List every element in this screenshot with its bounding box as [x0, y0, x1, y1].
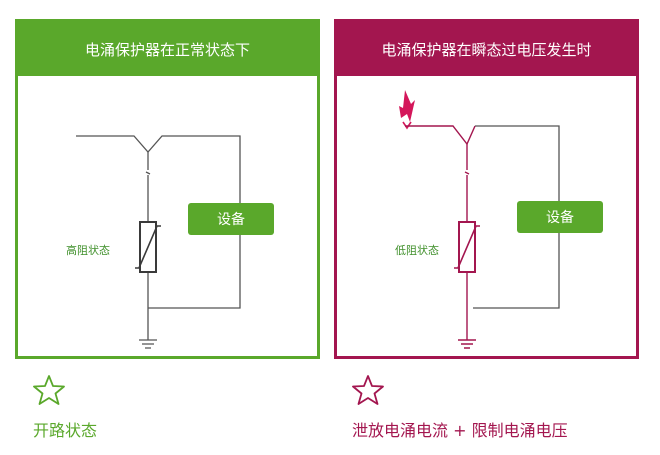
- open-circuit-caption: 开路状态: [33, 421, 98, 440]
- ground-icon: [458, 339, 476, 349]
- surge-input-wire: [405, 125, 476, 146]
- star-icon: [352, 375, 384, 405]
- varistor-icon: [135, 221, 161, 273]
- surge-state-panel: 电涌保护器在瞬态过电压发生时 设备 低阻状态: [334, 19, 639, 359]
- device-box: 设备: [517, 201, 603, 233]
- discharge-caption: 泄放电涌电流 + 限制电涌电压: [352, 421, 568, 440]
- panel-title: 电涌保护器在正常状态下: [18, 22, 317, 76]
- resistance-state-label: 高阻状态: [66, 244, 110, 257]
- gap-mark: [464, 171, 470, 175]
- ground-icon: [139, 339, 157, 349]
- circuit-diagram: [76, 135, 241, 349]
- normal-state-panel: 电涌保护器在正常状态下 设备 高阻状态: [15, 19, 320, 359]
- gap-mark: [145, 171, 151, 175]
- resistance-state-label: 低阻状态: [395, 244, 439, 257]
- varistor-icon: [454, 221, 480, 273]
- panel-title: 电涌保护器在瞬态过电压发生时: [337, 22, 636, 76]
- device-box: 设备: [188, 203, 274, 235]
- circuit-diagram: [399, 90, 560, 349]
- supply-wire: [76, 135, 241, 309]
- star-icon: [33, 375, 65, 405]
- lightning-icon: [399, 90, 415, 130]
